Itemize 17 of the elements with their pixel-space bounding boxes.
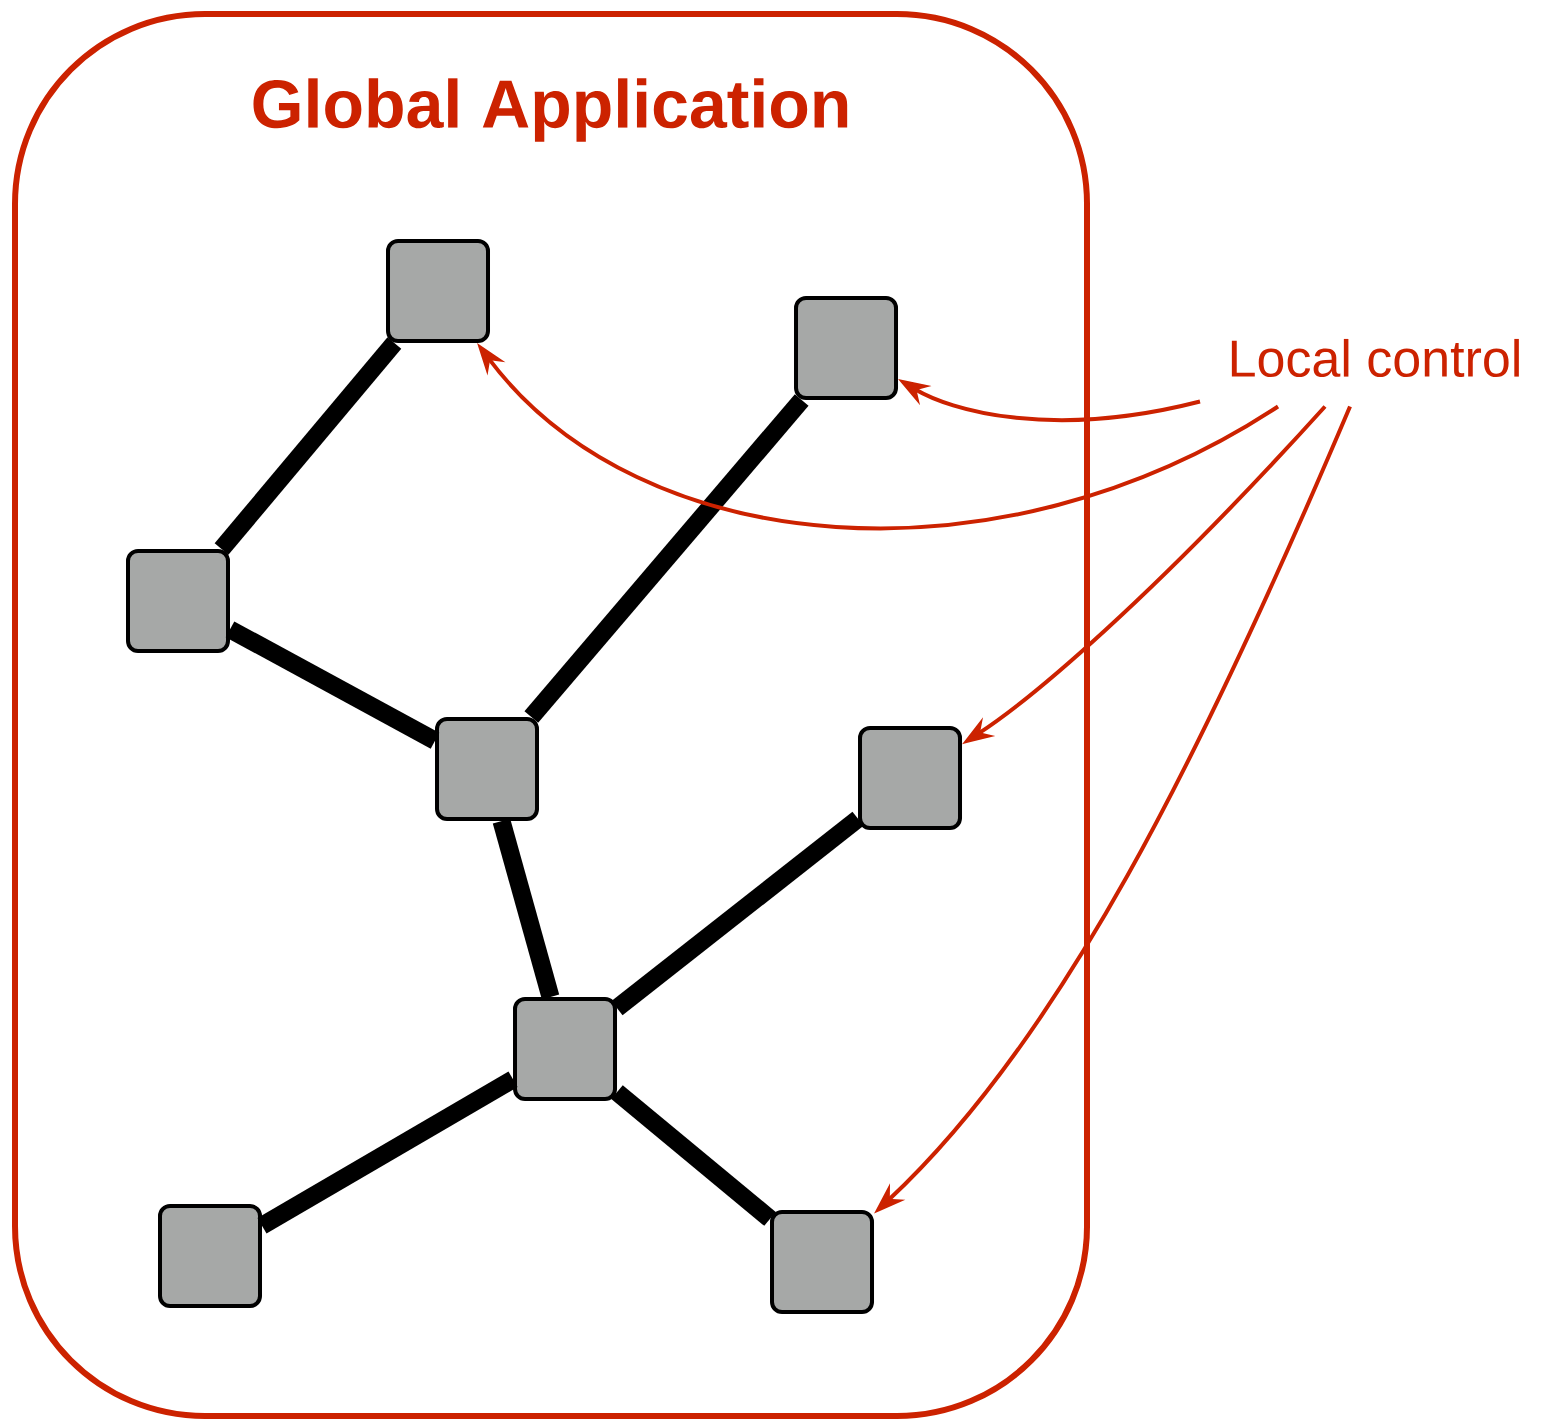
title: Global Application xyxy=(253,78,848,142)
link-line xyxy=(611,811,864,1016)
square-box xyxy=(435,717,539,821)
square-box xyxy=(513,997,617,1102)
square-box xyxy=(770,1210,874,1315)
square-box xyxy=(126,549,230,653)
square-box xyxy=(794,296,898,400)
link-line xyxy=(214,337,402,555)
link-line xyxy=(611,1085,776,1226)
square-box xyxy=(858,726,962,830)
link-line xyxy=(257,1071,518,1234)
link-line xyxy=(524,394,809,723)
label-text: Local control xyxy=(1231,338,1519,378)
square-box xyxy=(158,1204,262,1309)
link-line xyxy=(492,818,560,1000)
square-box xyxy=(386,239,490,343)
link-line xyxy=(225,621,440,749)
